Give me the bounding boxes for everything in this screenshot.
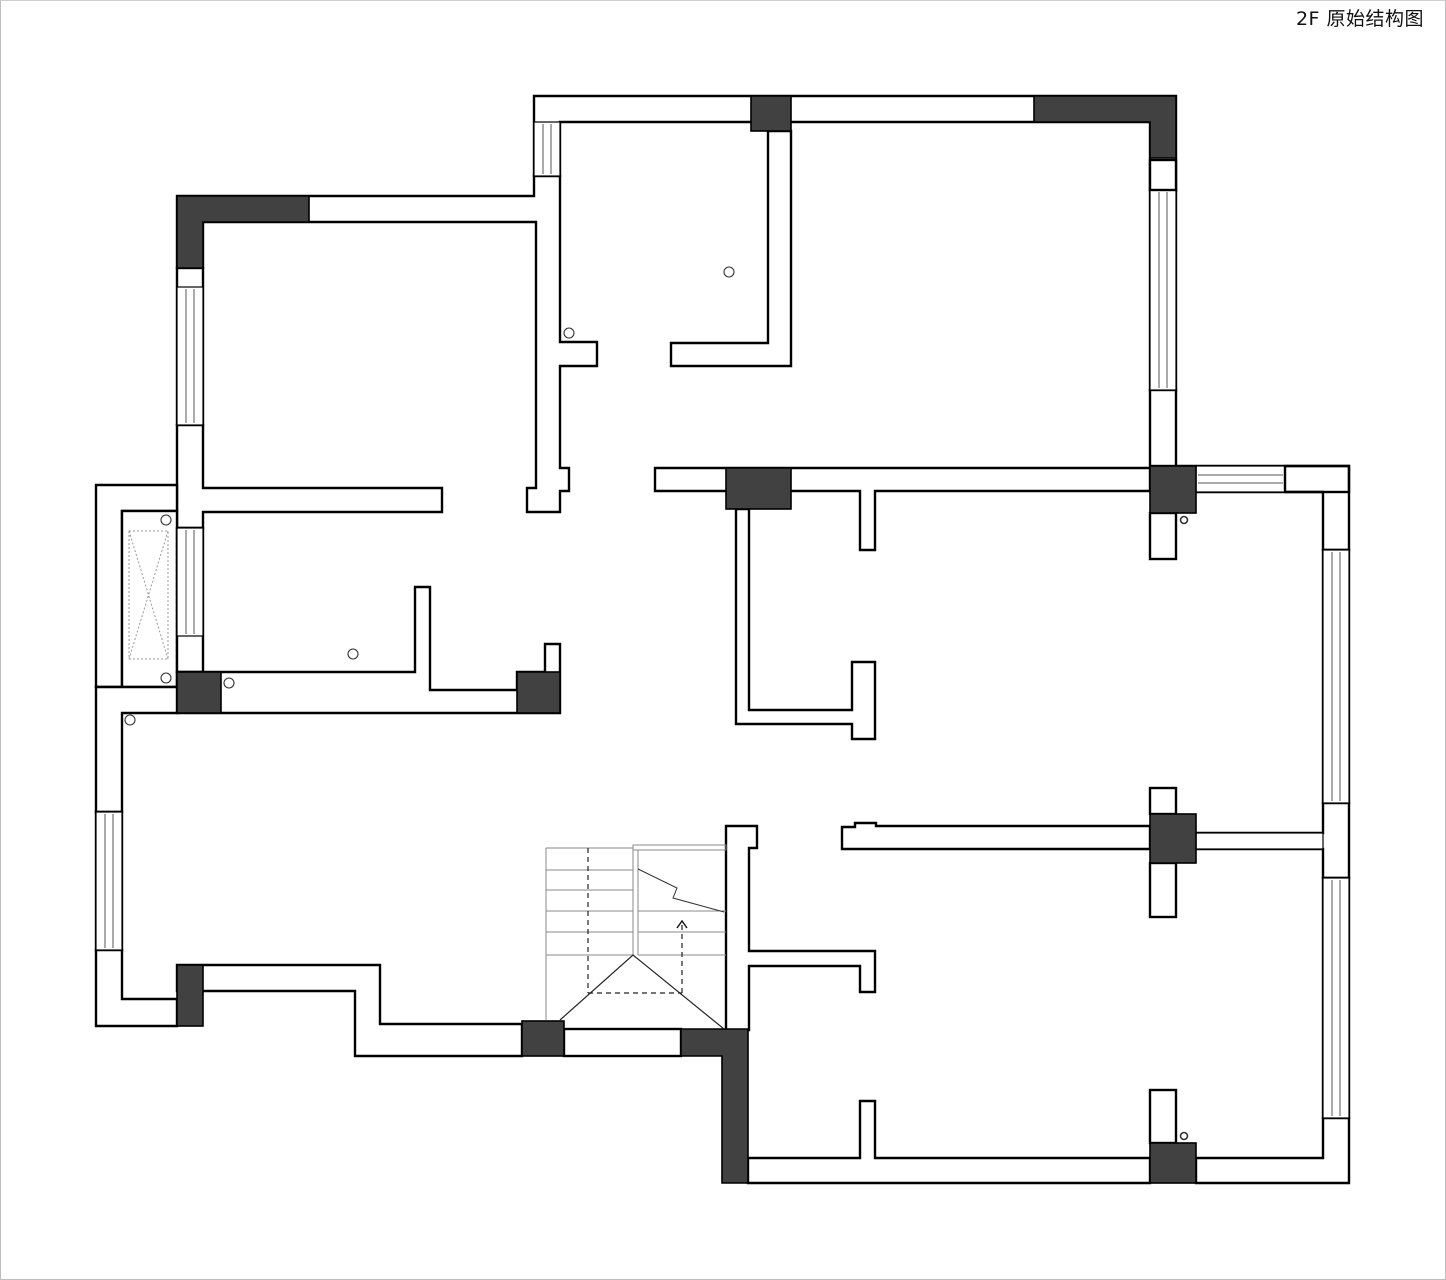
staircase bbox=[545, 844, 727, 1030]
pipe-markers bbox=[124, 266, 1189, 1141]
windows bbox=[95, 121, 1351, 1119]
columns bbox=[176, 95, 1197, 1184]
plan-title: 2F 原始结构图 bbox=[1295, 8, 1424, 30]
duct-shaft bbox=[128, 530, 169, 660]
